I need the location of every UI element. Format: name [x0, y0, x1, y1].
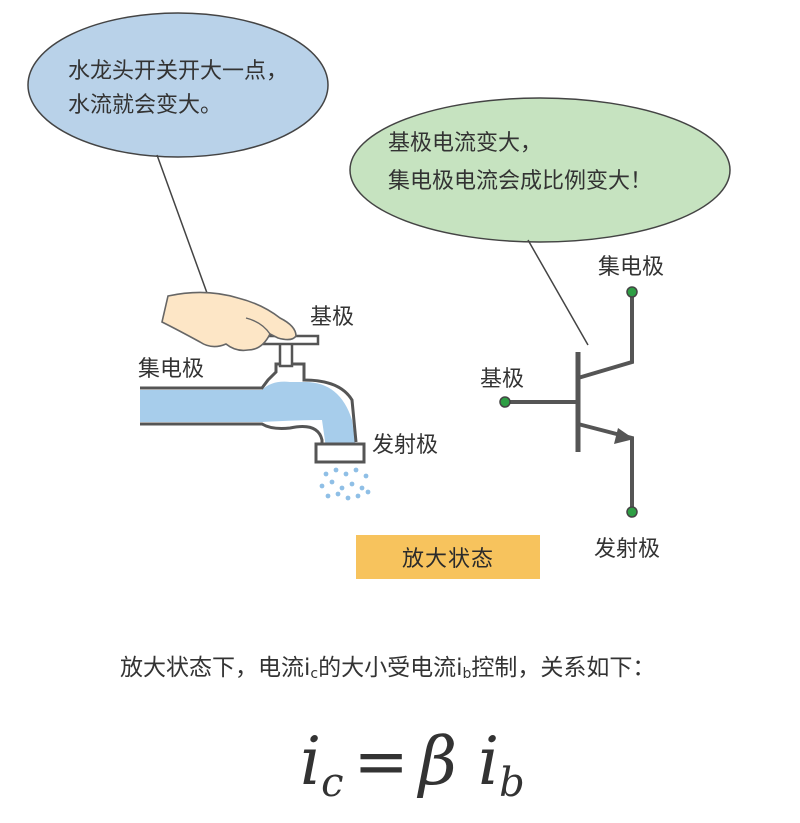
terminal-dot-emitter — [626, 506, 638, 518]
faucet-label-emitter: 发射极 — [372, 433, 438, 458]
faucet-label-collector: 集电极 — [138, 357, 204, 382]
bubble-left-line1: 水龙头开关开大一点， — [68, 59, 288, 84]
bubble-left-pointer — [156, 154, 208, 294]
caption-text: 放大状态 — [401, 547, 494, 572]
transistor-collector-lead — [577, 292, 634, 380]
formula-rhs: i — [477, 723, 500, 800]
formula-lhs: i — [300, 723, 322, 800]
transistor-symbol — [505, 292, 634, 512]
transistor-label-base: 基极 — [480, 367, 524, 392]
pipe-outline-lower — [140, 422, 324, 448]
water-drops — [319, 467, 371, 501]
formula-equals: = — [353, 723, 409, 800]
transistor-label-collector: 集电极 — [598, 255, 664, 280]
formula-rhs-sub: b — [499, 760, 525, 806]
bubble-right-line1: 基极电流变大， — [388, 131, 542, 156]
description-sub1: c — [310, 666, 319, 682]
faucet-nozzle — [314, 442, 366, 464]
pipe-outline — [140, 362, 358, 443]
faucet-illustration — [140, 291, 371, 501]
formula-beta: β — [418, 723, 457, 800]
terminal-dot-base — [499, 396, 511, 408]
pipe-water — [140, 381, 358, 462]
terminal-dot-collector — [626, 286, 638, 298]
faucet-label-base: 基极 — [310, 305, 354, 330]
bubble-right-pointer — [527, 239, 589, 346]
hand-finger-line — [245, 317, 271, 335]
formula: ic=β ib — [300, 722, 580, 806]
description-part3: 控制，关系如下： — [471, 655, 656, 681]
bubble-left — [27, 12, 329, 158]
bubble-left-line2: 水流就会变大。 — [68, 93, 222, 118]
description-part1: 放大状态下，电流i — [120, 655, 311, 681]
description-part2: 的大小受电流i — [318, 655, 463, 681]
caption-box: 放大状态 — [356, 535, 540, 579]
formula-lhs-sub: c — [321, 760, 344, 806]
transistor-label-emitter: 发射极 — [594, 537, 660, 562]
bubble-right-line2: 集电极电流会成比例变大！ — [388, 169, 652, 194]
hand — [161, 291, 297, 352]
description-sub2: b — [462, 666, 472, 682]
emitter-arrow — [614, 428, 634, 444]
bubble-right — [349, 97, 731, 243]
description-text: 放大状态下，电流ic的大小受电流ib控制，关系如下： — [120, 648, 780, 688]
